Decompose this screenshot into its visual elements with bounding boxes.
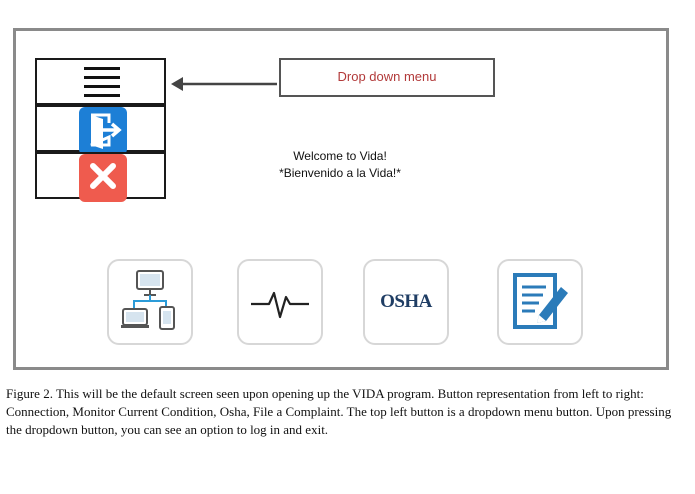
- callout-arrow-icon: [171, 77, 277, 91]
- network-devices-icon: [121, 270, 175, 330]
- osha-button[interactable]: OSHA: [363, 259, 449, 345]
- welcome-message: Welcome to Vida! *Bienvenido a la Vida!*: [240, 148, 440, 182]
- exit-menu-item[interactable]: [35, 152, 166, 202]
- dropdown-callout-label: Drop down menu: [279, 58, 495, 97]
- document-edit-icon: [513, 273, 568, 329]
- connection-button[interactable]: [107, 259, 193, 345]
- file-complaint-button[interactable]: [497, 259, 583, 345]
- login-icon: [79, 107, 127, 155]
- login-menu-item[interactable]: [35, 105, 166, 155]
- welcome-line-spanish: *Bienvenido a la Vida!*: [279, 166, 401, 180]
- monitor-condition-button[interactable]: [237, 259, 323, 345]
- osha-logo: OSHA: [380, 291, 432, 312]
- heartbeat-icon: [251, 291, 309, 319]
- menu-button[interactable]: [35, 58, 166, 105]
- close-icon: [79, 154, 127, 202]
- welcome-line-english: Welcome to Vida!: [293, 149, 387, 163]
- hamburger-icon: [84, 63, 120, 101]
- figure-caption: Figure 2. This will be the default scree…: [6, 386, 672, 437]
